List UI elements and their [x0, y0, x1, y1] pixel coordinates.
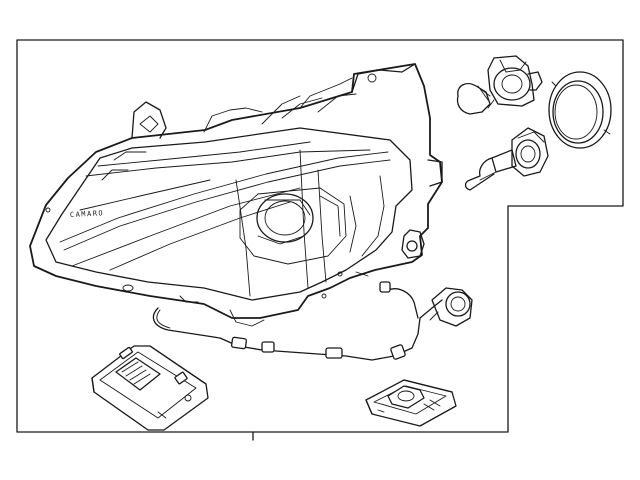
ballast-module [91, 345, 209, 431]
lens-lettering: CAMARO [70, 209, 105, 219]
hid-bulb [464, 127, 549, 191]
turn-signal-bulb-socket [456, 55, 543, 115]
dust-cover-ring [548, 71, 612, 149]
wiring-harness [152, 281, 473, 361]
igniter-module [365, 379, 457, 427]
headlamp-assembly: CAMARO [29, 63, 443, 327]
diagram-frame [16, 39, 624, 433]
